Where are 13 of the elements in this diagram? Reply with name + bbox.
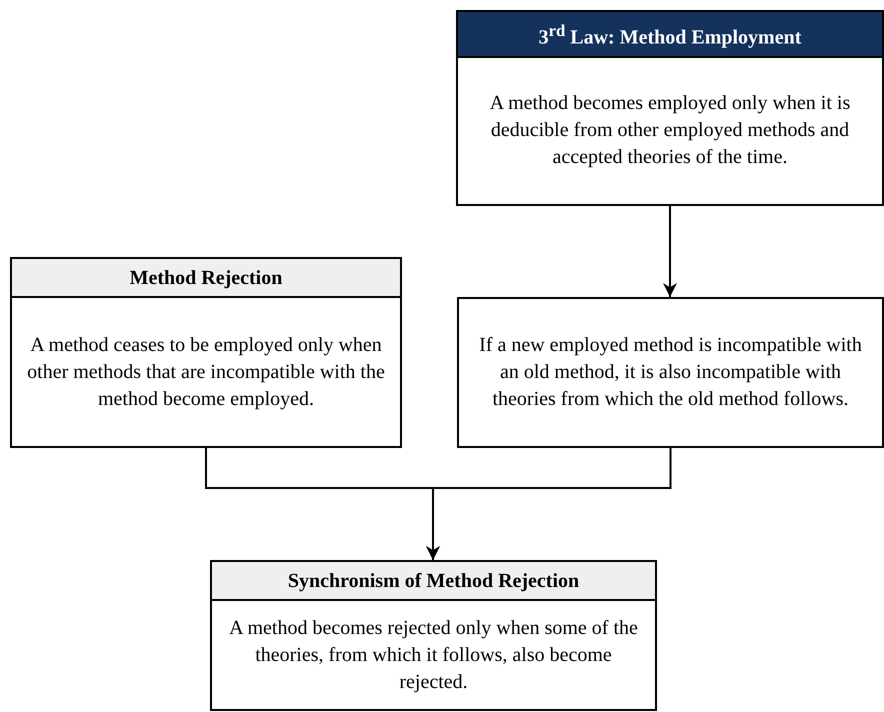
title-bar: 3$^{rd}$ Law: Method Employment (458, 12, 882, 58)
heading-bar: Method Rejection (12, 259, 400, 298)
heading-bar: Synchronism of Method Rejection (212, 562, 655, 601)
arrow (426, 448, 672, 560)
description-text: If a new employed method is incompatible with an old method, it is also incompatible with theories from which the old method follows. (478, 333, 863, 412)
text-box (456, 10, 884, 206)
text-box (210, 560, 657, 711)
text-box (457, 297, 884, 448)
text-box (10, 257, 402, 448)
description-text: A method becomes employed only when it is deducible from other employed methods and accepted theories of the time. (488, 91, 852, 170)
description-text: A method ceases to be employed only when other methods that are incompatible with the method become employed. (26, 332, 386, 412)
description-text: A method becomes rejected only when some of the theories, from which it follows, also become rejected. (228, 616, 639, 694)
arrow (663, 206, 677, 297)
